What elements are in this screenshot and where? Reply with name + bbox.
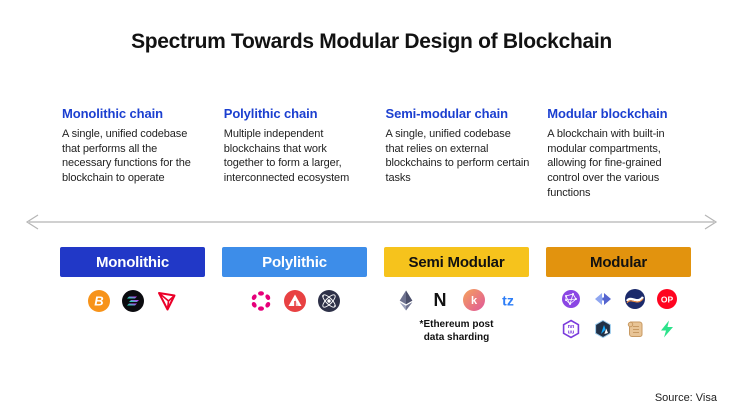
- svg-text:OP: OP: [660, 294, 673, 304]
- band-monolithic: Monolithic B: [60, 247, 205, 344]
- spectrum-axis-arrow-icon: [22, 213, 721, 236]
- column-descriptions: Monolithic chain A single, unified codeb…: [62, 106, 691, 201]
- page-title: Spectrum Towards Modular Design of Block…: [131, 30, 612, 53]
- svg-text:k: k: [470, 295, 477, 307]
- arbitrum-icon: [593, 319, 613, 339]
- column-description-semi-modular: A single, unified codebase that relies o…: [385, 128, 530, 185]
- fuel-bolt-icon: [657, 319, 677, 339]
- solana-icon: [121, 290, 144, 312]
- navy-wave-coin-icon: [624, 289, 645, 309]
- monolithic-icons: B: [87, 290, 178, 312]
- svg-text:N: N: [433, 290, 446, 310]
- column-heading-semi-modular: Semi-modular chain: [385, 106, 509, 121]
- ethereum-note-line2: data sharding: [423, 332, 490, 343]
- kava-gradient-coin-icon: k: [462, 289, 485, 311]
- column-heading-monolithic: Monolithic chain: [62, 106, 163, 121]
- column-polylithic: Polylithic chain Multiple independent bl…: [224, 106, 368, 201]
- semi-modular-icons: N k tz: [395, 289, 519, 311]
- modular-band-label: Modular: [546, 247, 691, 277]
- polylithic-icons: [250, 290, 340, 312]
- column-heading-polylithic: Polylithic chain: [223, 106, 318, 121]
- svg-text:uu: uu: [567, 330, 574, 336]
- ethereum-note-line1: *Ethereum post: [419, 319, 494, 330]
- column-description-polylithic: Multiple independent blockchains that wo…: [223, 128, 350, 185]
- band-semi-modular: Semi Modular N k tz *Ethereum post data …: [384, 247, 529, 344]
- column-monolithic: Monolithic chain A single, unified codeb…: [62, 106, 206, 201]
- ethereum-icon: [395, 289, 417, 311]
- semi-modular-band-label: Semi Modular: [384, 247, 529, 277]
- source-attribution: Source: Visa: [654, 392, 717, 404]
- celestia-network-icon: [561, 289, 581, 309]
- monolithic-band-label: Monolithic: [60, 247, 205, 277]
- svg-text:tz: tz: [502, 293, 514, 309]
- avalanche-icon: [283, 290, 306, 312]
- svg-text:B: B: [94, 294, 103, 309]
- svg-text:nn: nn: [567, 324, 574, 330]
- cosmos-icon: [317, 290, 340, 312]
- column-semi-modular: Semi-modular chain A single, unified cod…: [386, 106, 530, 201]
- column-heading-modular: Modular blockchain: [547, 106, 668, 121]
- tezos-icon: tz: [497, 289, 519, 311]
- column-description-modular: A blockchain with built-in modular compa…: [547, 128, 665, 199]
- column-modular: Modular blockchain A blockchain with bui…: [547, 106, 691, 201]
- modular-icons-row-1: OP: [561, 289, 677, 309]
- ethereum-note: *Ethereum post data sharding: [420, 318, 494, 344]
- polylithic-band-label: Polylithic: [222, 247, 367, 277]
- scroll-icon: [625, 319, 645, 339]
- tron-icon: [156, 290, 178, 312]
- near-icon: N: [429, 289, 451, 311]
- category-bands: Monolithic B Polylithic: [60, 247, 691, 344]
- optimism-icon: OP: [656, 289, 677, 309]
- band-polylithic: Polylithic: [222, 247, 367, 344]
- bridge-arrows-icon: [593, 289, 613, 309]
- column-description-monolithic: A single, unified codebase that performs…: [62, 128, 191, 185]
- bitcoin-icon: B: [87, 290, 110, 312]
- polkadot-icon: [250, 290, 272, 312]
